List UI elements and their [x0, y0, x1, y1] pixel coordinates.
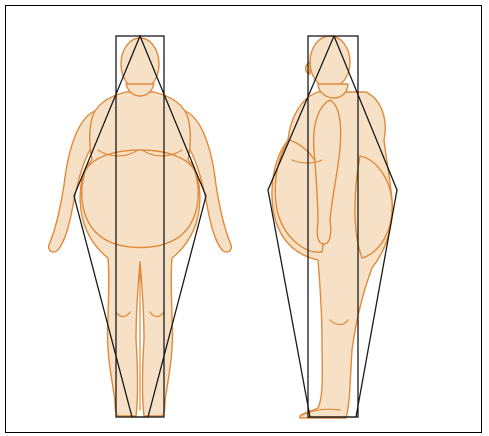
front-belly [82, 150, 198, 248]
front-head [121, 38, 159, 90]
front-view-figure [49, 38, 232, 416]
side-view-figure [272, 36, 392, 418]
